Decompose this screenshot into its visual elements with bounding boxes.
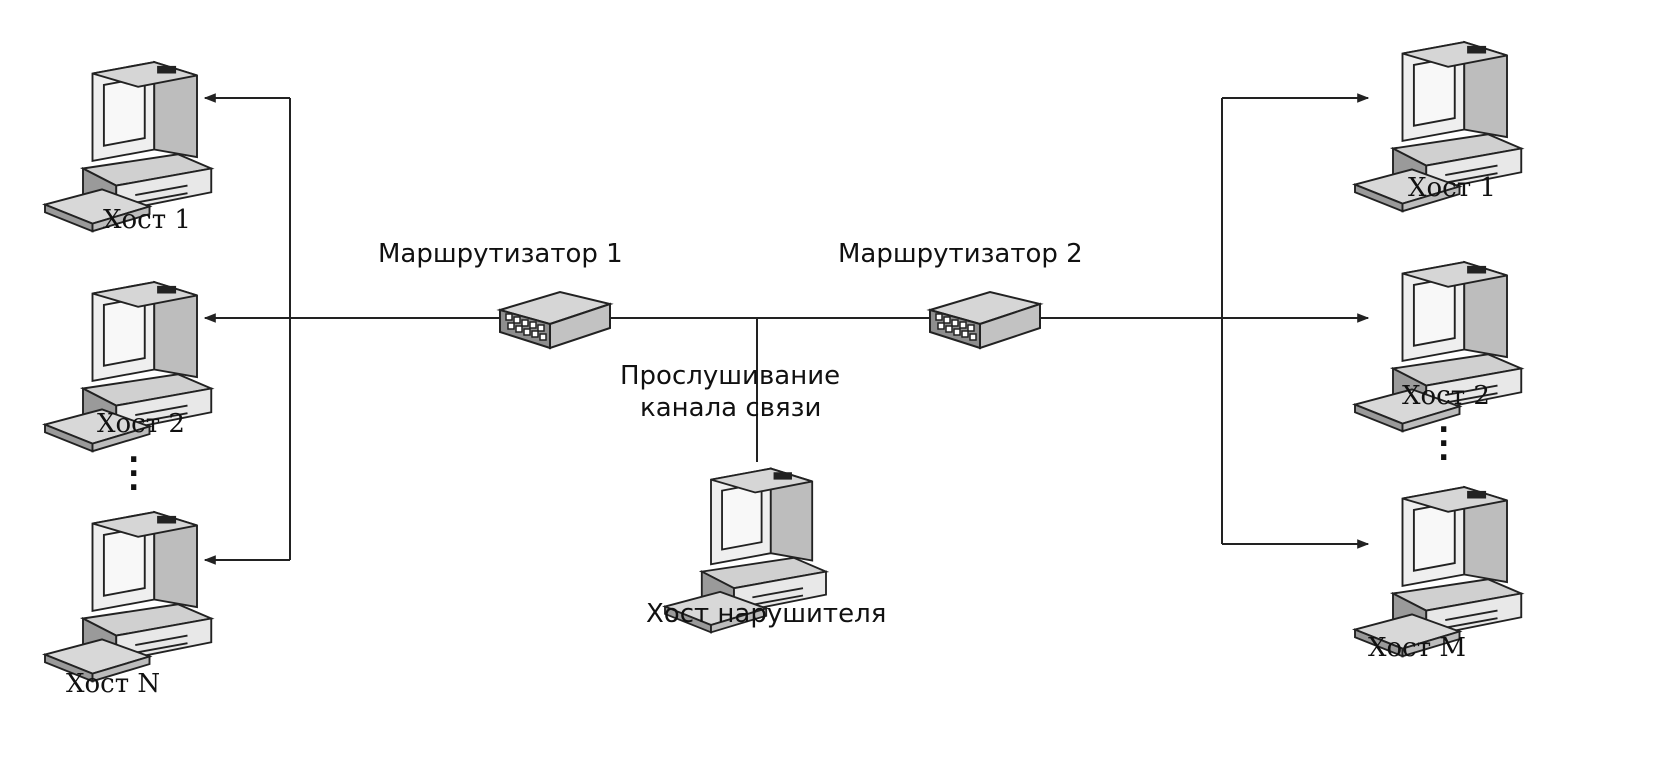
router-1-label: Маршрутизатор 1 — [378, 239, 623, 269]
router-icon — [499, 291, 611, 349]
right-ellipsis: . — [1438, 433, 1449, 468]
left-host-1-label: Хост 1 — [103, 205, 191, 235]
left-host-2: Хост 2 — [44, 281, 213, 453]
intruder-host-label: Хост нарушителя — [646, 599, 886, 629]
left-ellipsis: . — [128, 449, 139, 484]
left-host-n: Хост N — [44, 511, 213, 699]
right-ellipsis: . — [1438, 419, 1449, 454]
router-2: Маршрутизатор 2 — [838, 239, 1083, 349]
left-ellipsis: . — [128, 435, 139, 470]
left-ellipsis: . — [128, 463, 139, 498]
router-1: Маршрутизатор 1 — [378, 239, 623, 349]
router-2-label: Маршрутизатор 2 — [838, 239, 1083, 269]
left-host-2-label: Хост 2 — [97, 409, 185, 439]
right-host-m: Хост M — [1354, 486, 1523, 663]
right-host-1-label: Хост 1 — [1408, 173, 1496, 203]
computer-icon — [1354, 486, 1523, 658]
intruder-host: Хост нарушителя — [646, 467, 886, 634]
right-host-2-label: Хост 2 — [1402, 381, 1490, 411]
right-host-m-label: Хост M — [1368, 633, 1466, 663]
right-host-1: Хост 1 — [1354, 41, 1523, 213]
right-ellipsis: . — [1438, 405, 1449, 440]
right-host-2: Хост 2 — [1354, 261, 1523, 433]
router-icon — [929, 291, 1041, 349]
left-host-n-label: Хост N — [66, 669, 160, 699]
left-host-1: Хост 1 — [44, 61, 213, 235]
tap-label-line-1: Прослушивание — [620, 361, 840, 391]
tap-label-line-2: канала связи — [640, 393, 821, 423]
computer-icon — [44, 511, 213, 683]
